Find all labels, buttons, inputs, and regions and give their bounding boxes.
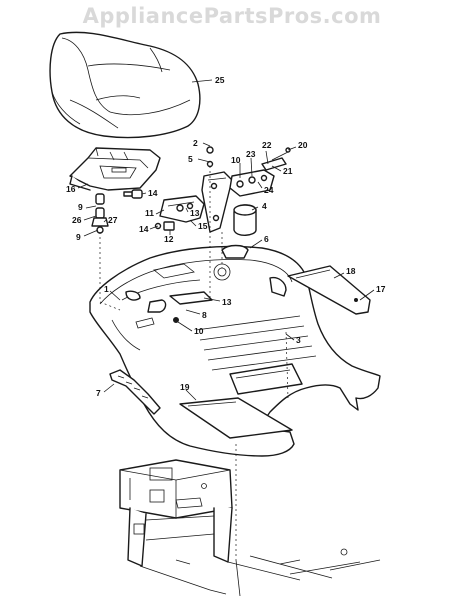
callout-labels: 25 2 5 10 23 22 20 21 24 16 14 9 26 27 9…	[66, 75, 386, 398]
callout-19: 19	[180, 382, 190, 392]
callout-1: 1	[104, 284, 109, 294]
callout-21: 21	[283, 166, 293, 176]
callout-14-lower: 14	[139, 224, 149, 234]
callout-23: 23	[246, 149, 256, 159]
callout-11: 11	[145, 208, 154, 218]
callout-14: 14	[148, 188, 158, 198]
callout-10: 10	[231, 155, 241, 165]
knob-part	[123, 189, 143, 199]
callout-18: 18	[346, 266, 356, 276]
floor-mat-part	[179, 397, 293, 439]
callout-9: 9	[78, 202, 83, 212]
hinge-bracket-part	[154, 195, 205, 231]
callout-10-lower: 10	[194, 326, 204, 336]
callout-16: 16	[66, 184, 76, 194]
cup-holder-part	[233, 204, 257, 236]
fender-body-part	[89, 244, 381, 457]
callout-5: 5	[188, 154, 193, 164]
upper-bracket-part	[201, 146, 233, 233]
switch-assembly-part	[229, 147, 291, 197]
callout-9-lower: 9	[76, 232, 81, 242]
callout-8: 8	[202, 310, 207, 320]
strip-part	[109, 369, 161, 415]
callout-15: 15	[198, 221, 208, 231]
alignment-lines	[99, 166, 289, 560]
seat-hardware	[91, 193, 109, 234]
callout-25: 25	[215, 75, 225, 85]
callout-6: 6	[264, 234, 269, 244]
callout-3: 3	[296, 335, 301, 345]
seat-part	[49, 31, 201, 139]
callout-7: 7	[96, 388, 101, 398]
leader-lines	[77, 79, 375, 401]
side-pad-part	[287, 265, 371, 315]
callout-4: 4	[262, 201, 267, 211]
callout-24: 24	[264, 185, 274, 195]
callout-13-lower: 13	[222, 297, 232, 307]
callout-20: 20	[298, 140, 308, 150]
watermark: AppliancePartsPros.com	[82, 4, 382, 28]
callout-22: 22	[262, 140, 272, 150]
callout-17: 17	[376, 284, 386, 294]
callout-26: 26	[72, 215, 82, 225]
callout-13: 13	[190, 208, 200, 218]
callout-2: 2	[193, 138, 198, 148]
seat-pan-part	[69, 147, 161, 191]
callout-12: 12	[164, 234, 174, 244]
chassis-frame	[119, 459, 381, 597]
callout-27: 27	[108, 215, 118, 225]
